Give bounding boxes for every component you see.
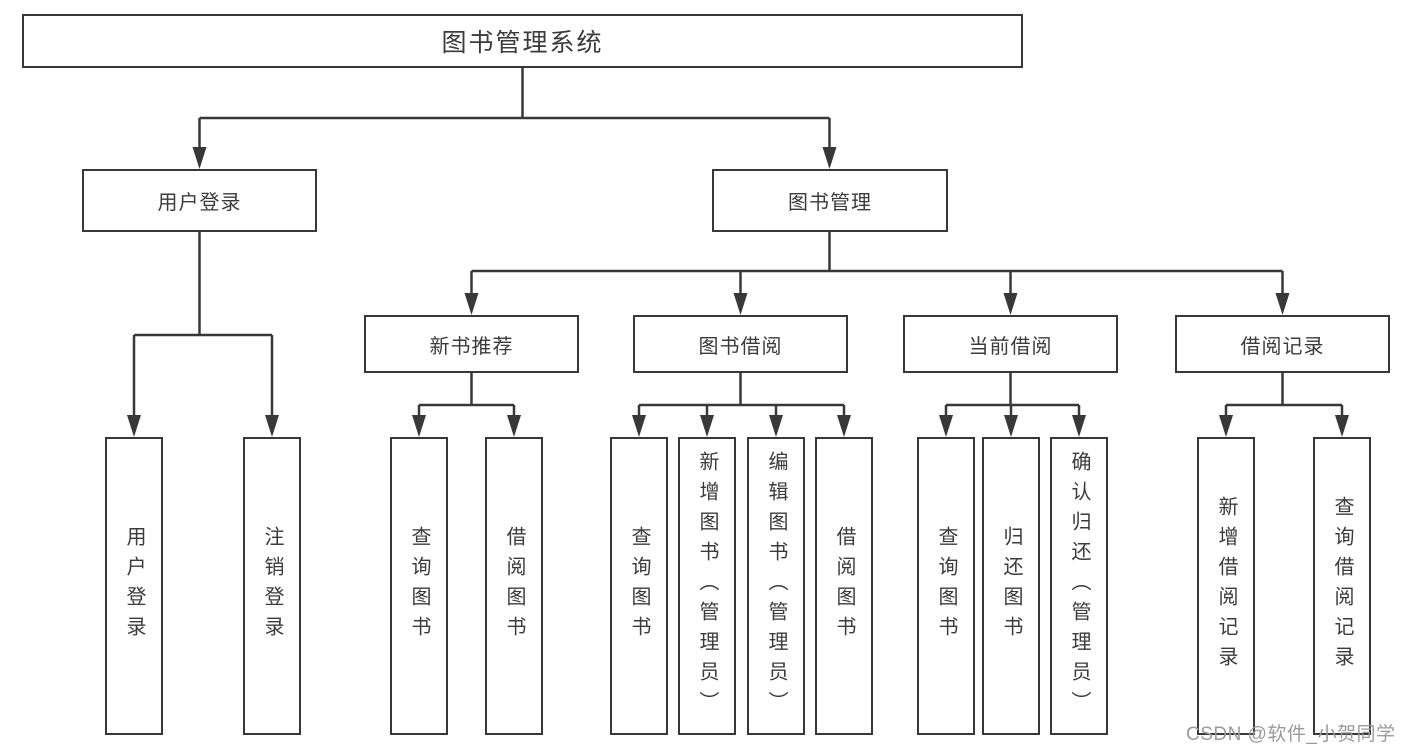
- connector-book-borrow-to-leaves: [637, 373, 846, 418]
- node-label: 注销登录: [261, 526, 283, 646]
- node-label: 图书管理系统: [441, 29, 604, 57]
- leaf-add-books-admin: 新增图书（管理员）: [678, 437, 736, 735]
- arrow-icon: [700, 415, 714, 437]
- node-borrow-records: 借阅记录: [1175, 315, 1390, 373]
- arrow-icon: [1275, 293, 1290, 315]
- node-label: 编辑图书（管理员）: [765, 451, 787, 721]
- arrow-icon: [192, 147, 207, 169]
- arrow-icon: [769, 415, 783, 437]
- arrow-icon: [1004, 415, 1018, 437]
- arrow-icon: [822, 147, 837, 169]
- leaf-query-books-borrow: 查询图书: [610, 437, 668, 735]
- arrow-icon: [1219, 415, 1233, 437]
- leaf-add-borrow-record: 新增借阅记录: [1197, 437, 1255, 735]
- node-label: 图书管理: [788, 192, 872, 214]
- leaf-return-books: 归还图书: [982, 437, 1040, 735]
- node-label: 查询图书: [935, 526, 957, 646]
- leaf-query-books-current: 查询图书: [917, 437, 975, 735]
- leaf-borrow-books: 借阅图书: [815, 437, 873, 735]
- leaf-borrow-books-recommend: 借阅图书: [485, 437, 543, 735]
- node-label: 用户登录: [123, 526, 145, 646]
- node-label: 查询借阅记录: [1331, 496, 1353, 676]
- leaf-logout: 注销登录: [243, 437, 301, 735]
- node-label: 查询图书: [628, 526, 650, 646]
- arrow-icon: [733, 293, 748, 315]
- connector-book-management-to-groups: [470, 232, 1284, 296]
- leaf-confirm-return-admin: 确认归还（管理员）: [1050, 437, 1108, 735]
- connector-new-books-to-leaves: [417, 373, 516, 418]
- arrow-icon: [464, 293, 479, 315]
- arrow-icon: [412, 415, 426, 437]
- node-user-login-branch: 用户登录: [82, 169, 317, 232]
- node-new-book-recommend: 新书推荐: [364, 315, 579, 373]
- node-label: 归还图书: [1000, 526, 1022, 646]
- leaf-query-borrow-record: 查询借阅记录: [1313, 437, 1371, 735]
- arrow-icon: [1072, 415, 1086, 437]
- node-label: 用户登录: [157, 192, 242, 214]
- arrow-icon: [127, 415, 141, 437]
- arrow-icon: [837, 415, 851, 437]
- arrow-icon: [1335, 415, 1349, 437]
- arrow-icon: [632, 415, 646, 437]
- arrow-icon: [507, 415, 521, 437]
- connector-root-to-branches: [198, 68, 831, 148]
- node-label: 借阅图书: [503, 526, 525, 646]
- node-current-borrow: 当前借阅: [903, 315, 1118, 373]
- connector-user-login-to-leaves: [132, 232, 274, 418]
- node-label: 借阅记录: [1240, 335, 1325, 358]
- node-label: 查询图书: [408, 526, 430, 646]
- node-root-system: 图书管理系统: [22, 14, 1023, 68]
- leaf-edit-books-admin: 编辑图书（管理员）: [747, 437, 805, 735]
- leaf-query-books-recommend: 查询图书: [390, 437, 448, 735]
- arrow-icon: [939, 415, 953, 437]
- arrow-icon: [265, 415, 279, 437]
- node-book-borrow: 图书借阅: [633, 315, 848, 373]
- node-label: 新书推荐: [429, 335, 514, 358]
- node-label: 图书借阅: [698, 335, 783, 358]
- csdn-watermark: CSDN @软件_小贺同学: [1186, 724, 1396, 745]
- node-label: 新增借阅记录: [1215, 496, 1237, 676]
- node-label: 借阅图书: [833, 526, 855, 646]
- leaf-user-login: 用户登录: [105, 437, 163, 735]
- arrow-icon: [1003, 293, 1018, 315]
- node-label: 确认归还（管理员）: [1068, 451, 1090, 721]
- node-label: 当前借阅: [968, 335, 1053, 358]
- connector-borrow-records-to-leaves: [1224, 373, 1344, 418]
- connector-current-borrow-to-leaves: [944, 373, 1081, 418]
- node-book-management-branch: 图书管理: [712, 169, 948, 232]
- node-label: 新增图书（管理员）: [696, 451, 718, 721]
